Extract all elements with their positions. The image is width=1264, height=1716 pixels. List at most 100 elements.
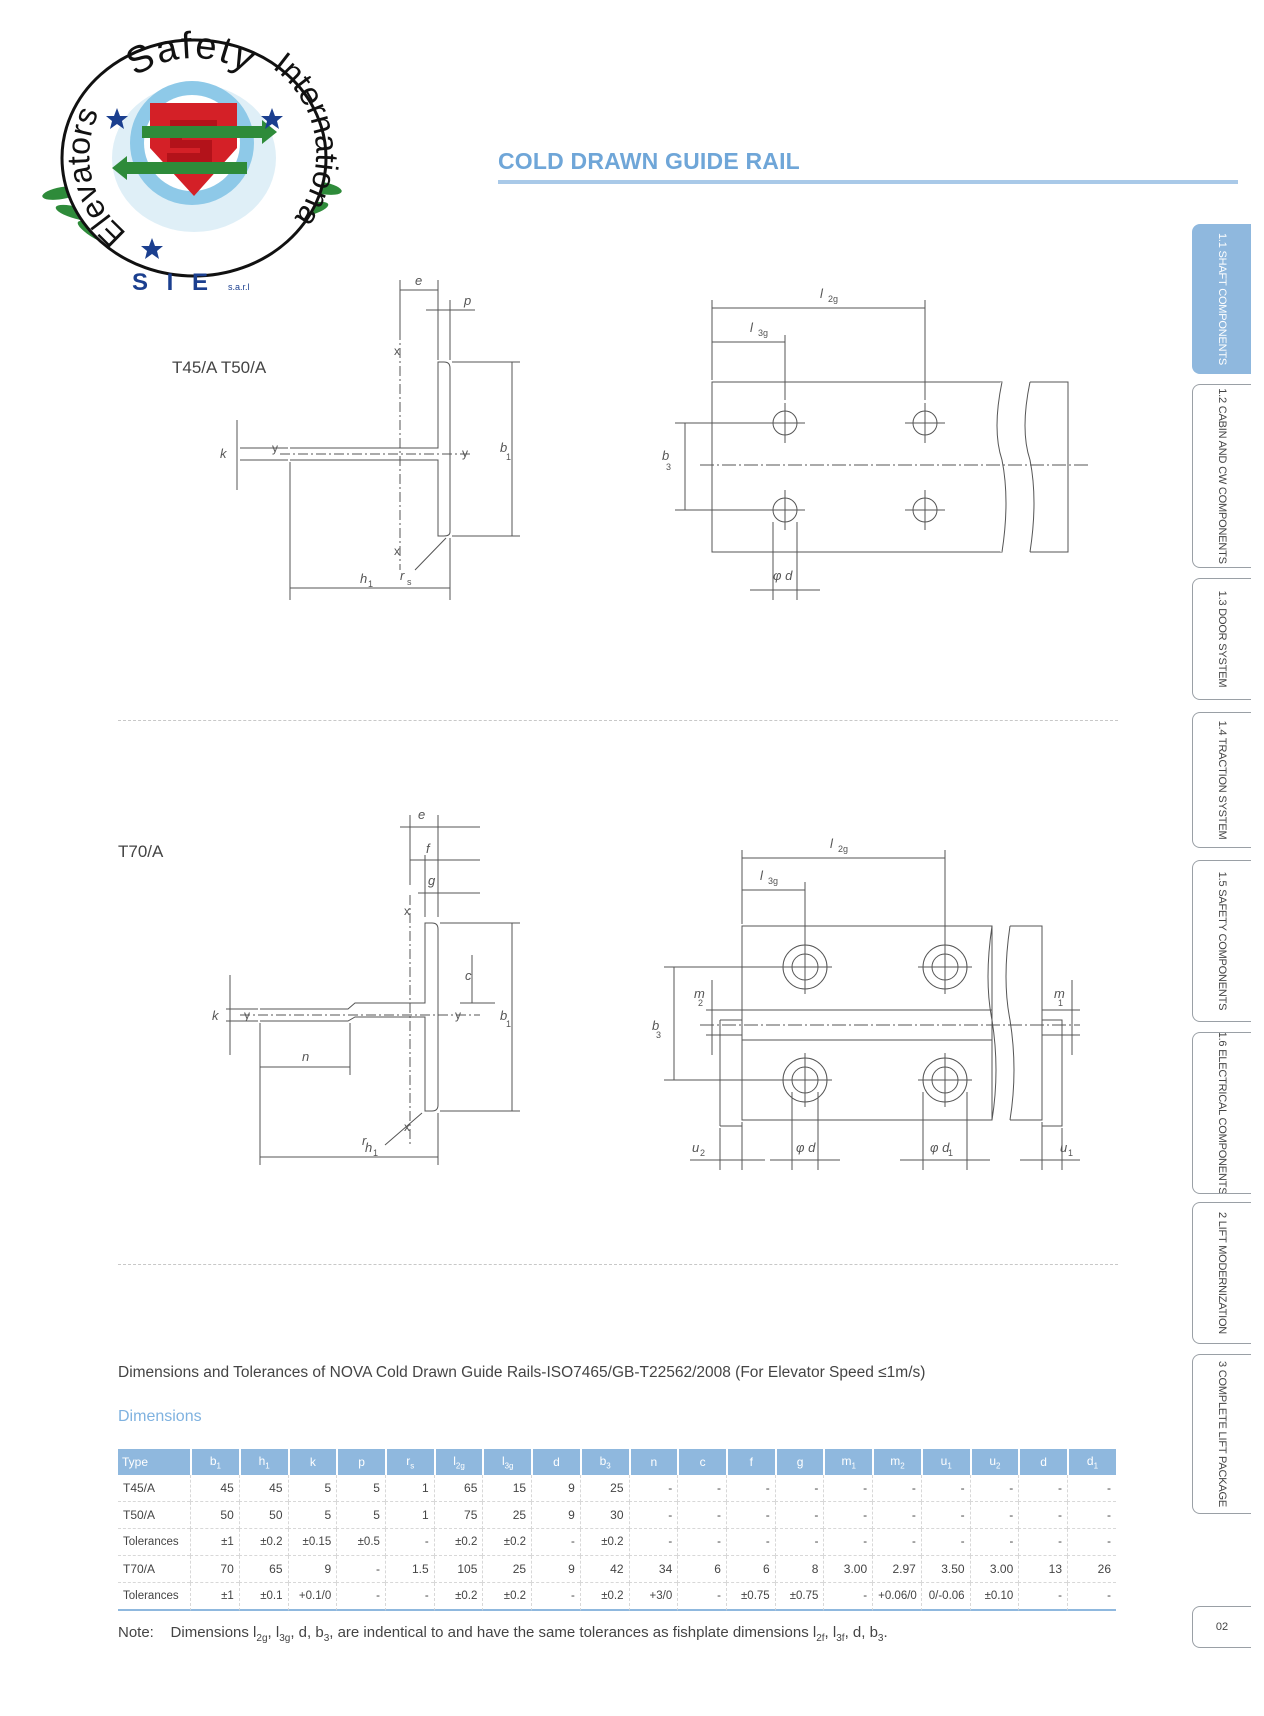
tab-label: 1.1 SHAFT COMPONENTS: [1216, 232, 1228, 366]
dim-c-label: c: [465, 968, 472, 983]
dim-h1-sub: 1: [373, 1148, 378, 1158]
tab-cabin-cw-components[interactable]: 1.2 CABIN AND CW COMPONENTS: [1192, 384, 1251, 568]
table-cell: ±0.10: [969, 1583, 1019, 1611]
dim-e-label: e: [418, 807, 425, 822]
tab-safety-components[interactable]: 1.5 SAFETY COMPONENTS: [1192, 860, 1251, 1022]
note-text: , are indentical to and have the same to…: [329, 1624, 817, 1641]
dim-e-label: e: [415, 273, 422, 288]
tab-lift-modernization[interactable]: 2 LIFT MODERNIZATION: [1192, 1202, 1251, 1344]
table-cell: -: [725, 1529, 775, 1556]
dim-h1-sub: 1: [368, 579, 373, 589]
table-cell: 3.00: [823, 1556, 873, 1583]
table-row: Tolerances±1±0.2±0.15±0.5-±0.2±0.2-±0.2-…: [118, 1529, 1116, 1556]
tab-complete-lift-package[interactable]: 3 COMPLETE LIFT PACKAGE: [1192, 1354, 1251, 1514]
column-header: rs: [384, 1449, 434, 1475]
table-cell: +0.06/0: [872, 1583, 921, 1611]
table-cell: +3/0: [628, 1583, 678, 1611]
table-cell: 105: [433, 1556, 483, 1583]
dim-l2g-label: l: [820, 286, 824, 301]
table-cell: -: [969, 1475, 1019, 1502]
logo-acronym: S I E: [132, 269, 214, 296]
logo-suffix: s.a.r.l: [228, 282, 250, 292]
dim-u1-label: u: [1060, 1140, 1067, 1155]
axis-y-left-label: y: [244, 1008, 250, 1022]
dim-phid1-label: φ d: [930, 1140, 950, 1155]
table-cell: 9: [531, 1502, 580, 1529]
table-cell: 0/-0.06: [920, 1583, 970, 1611]
t70-plan-view-diagram: l 2g l 3g b 3 m 2 m 1 u 2 u 1 φ d φ d 1: [652, 836, 1080, 1170]
tab-label: 1.6 ELECTRICAL COMPONENTS: [1216, 1032, 1228, 1194]
table-cell: 5: [287, 1475, 337, 1502]
table-cell: -: [920, 1502, 970, 1529]
note-text: Dimensions l: [170, 1624, 257, 1641]
tab-label: 3 COMPLETE LIFT PACKAGE: [1216, 1361, 1228, 1507]
table-cell: 30: [579, 1502, 629, 1529]
dim-n-label: n: [302, 1049, 309, 1064]
title-rule: [498, 180, 1238, 184]
table-cell: 6: [725, 1556, 775, 1583]
section-divider: [118, 720, 1118, 721]
dim-f-label: f: [426, 841, 431, 856]
column-header: l3g: [482, 1449, 532, 1475]
table-cell: -: [725, 1502, 775, 1529]
dim-l3g-label: l: [760, 868, 764, 883]
axis-x-top-label: x: [394, 344, 400, 358]
table-cell: -: [774, 1529, 824, 1556]
table-cell: -: [677, 1529, 726, 1556]
t45-plan-view-diagram: l 2g l 3g b 3 φ d: [662, 286, 1090, 600]
column-header: k: [287, 1449, 337, 1475]
note-sub: 2f: [816, 1633, 825, 1644]
table-cell: -: [823, 1583, 873, 1611]
page-number: 02: [1192, 1606, 1251, 1648]
dim-u2-sub: 2: [700, 1148, 705, 1158]
table-cell: -: [628, 1529, 678, 1556]
table-cell: -: [531, 1583, 580, 1611]
dim-h1-label: h: [365, 1140, 372, 1155]
dim-b3-sub: 3: [666, 462, 671, 472]
table-cell: -: [1018, 1502, 1067, 1529]
dim-b1-label: b: [500, 1008, 507, 1023]
table-cell: 1: [384, 1502, 434, 1529]
table-cell: 9: [531, 1475, 580, 1502]
table-cell: ±0.2: [482, 1529, 532, 1556]
table-cell: -: [531, 1529, 580, 1556]
note-text: , l: [824, 1624, 837, 1641]
dim-l3g-sub: 3g: [758, 328, 768, 338]
note-text: , l: [267, 1624, 280, 1641]
tab-traction-system[interactable]: 1.4 TRACTION SYSTEM: [1192, 712, 1251, 848]
tab-electrical-components[interactable]: 1.6 ELECTRICAL COMPONENTS: [1192, 1032, 1251, 1194]
table-cell: ±0.2: [238, 1529, 288, 1556]
t45-cross-section-diagram: e p k y y x x b 1 r s h 1: [220, 273, 520, 600]
table-cell: ±0.2: [579, 1529, 629, 1556]
table-cell: ±0.75: [725, 1583, 775, 1611]
table-cell: 25: [482, 1502, 532, 1529]
table-cell: -: [920, 1529, 970, 1556]
tab-label: 1.3 DOOR SYSTEM: [1216, 590, 1228, 688]
dim-k-label: k: [220, 446, 228, 461]
column-header: Type: [118, 1449, 191, 1475]
table-cell: Tolerances: [118, 1583, 191, 1611]
table-cell: T70/A: [118, 1556, 191, 1583]
table-cell: -: [677, 1502, 726, 1529]
tab-door-system[interactable]: 1.3 DOOR SYSTEM: [1192, 578, 1251, 700]
table-cell: -: [920, 1475, 970, 1502]
tab-label: 1.2 CABIN AND CW COMPONENTS: [1216, 388, 1228, 564]
table-cell: -: [1067, 1502, 1116, 1529]
table-cell: 34: [628, 1556, 678, 1583]
column-header: d: [1018, 1449, 1067, 1475]
table-cell: 25: [482, 1556, 532, 1583]
table-cell: 3.00: [969, 1556, 1019, 1583]
column-header: b3: [579, 1449, 629, 1475]
table-cell: 50: [190, 1502, 239, 1529]
table-cell: ±0.2: [433, 1529, 483, 1556]
table-cell: -: [384, 1583, 434, 1611]
table-cell: 65: [238, 1556, 288, 1583]
table-cell: -: [384, 1529, 434, 1556]
table-cell: -: [774, 1502, 824, 1529]
table-cell: -: [1018, 1583, 1067, 1611]
tab-shaft-components[interactable]: 1.1 SHAFT COMPONENTS: [1192, 224, 1251, 374]
dimensions-heading: Dimensions: [118, 1408, 202, 1425]
table-cell: -: [628, 1502, 678, 1529]
axis-y-left-label: y: [272, 441, 278, 455]
